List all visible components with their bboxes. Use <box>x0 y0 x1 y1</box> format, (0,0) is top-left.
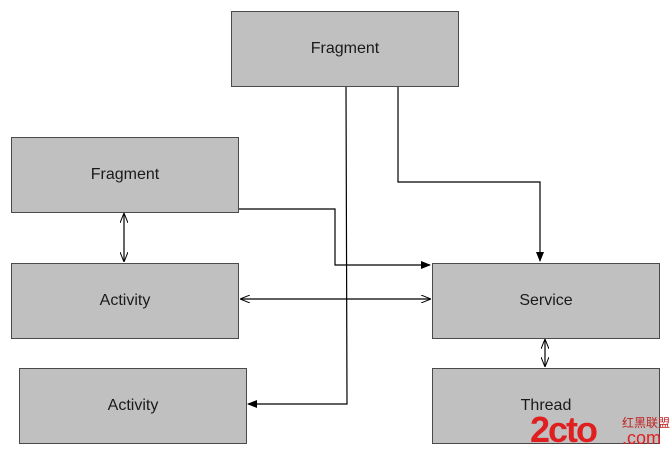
edge-fragment-left-service <box>239 208 431 269</box>
node-label: Thread <box>520 397 572 414</box>
node-label: Fragment <box>90 166 160 183</box>
node-thread: Thread <box>432 368 660 444</box>
node-activity-bottom: Activity <box>19 368 247 444</box>
watermark: 2cto 红黑联盟 .com <box>530 412 670 454</box>
node-label: Service <box>519 292 573 309</box>
node-label: Activity <box>107 397 159 414</box>
watermark-domain: .com <box>622 428 662 448</box>
node-service: Service <box>432 263 660 339</box>
edge-fragment-top-activity <box>247 85 348 408</box>
node-fragment-left: Fragment <box>11 137 239 213</box>
node-label: Activity <box>99 292 151 309</box>
edge-fragment-top-service <box>397 86 544 262</box>
watermark-brand: 2cto <box>530 409 598 450</box>
node-fragment-top: Fragment <box>231 11 459 87</box>
node-activity-mid: Activity <box>11 263 239 339</box>
node-label: Fragment <box>310 40 380 57</box>
watermark-chinese: 红黑联盟 <box>622 416 670 430</box>
